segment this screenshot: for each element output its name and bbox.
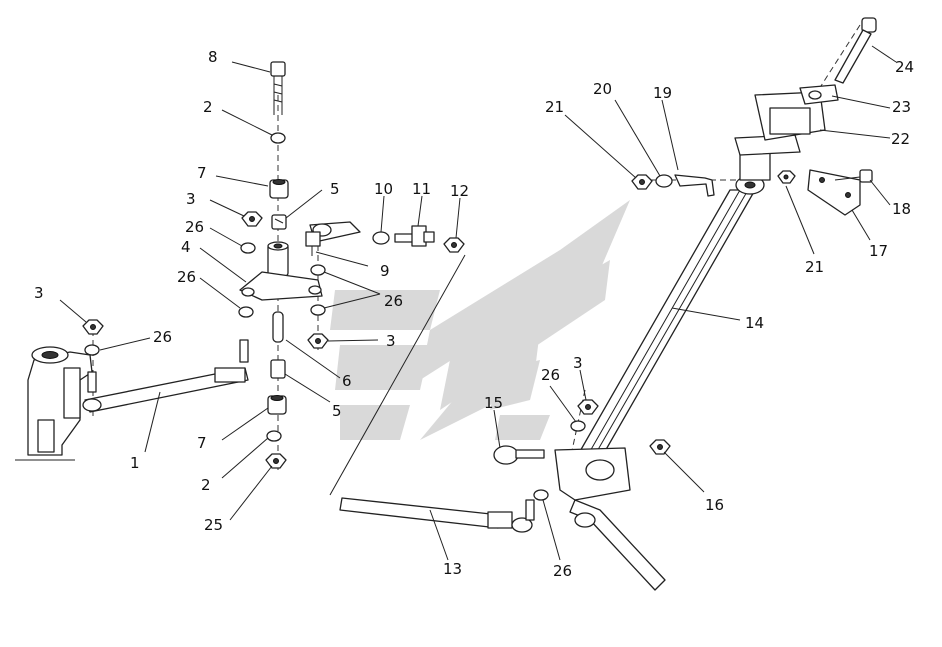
nut-12 bbox=[443, 237, 465, 253]
label-11: 11 bbox=[412, 180, 431, 198]
label-21-left: 21 bbox=[545, 98, 564, 116]
lower-bracket-assembly bbox=[554, 447, 666, 591]
bushing-7-bottom bbox=[267, 395, 287, 415]
label-26-left: 26 bbox=[185, 218, 204, 236]
label-13: 13 bbox=[443, 560, 462, 578]
clamp-22-23 bbox=[754, 84, 839, 141]
label-12: 12 bbox=[450, 182, 469, 200]
nut-21-right bbox=[777, 170, 796, 184]
label-8: 8 bbox=[208, 48, 218, 66]
label-9: 9 bbox=[380, 262, 390, 280]
label-5-bottom: 5 bbox=[332, 402, 342, 420]
rod-1 bbox=[82, 339, 249, 413]
washer-26-post bbox=[84, 344, 100, 356]
label-23: 23 bbox=[892, 98, 911, 116]
washer-2-bottom bbox=[266, 430, 282, 442]
nut-3-post bbox=[82, 319, 104, 335]
nut-25 bbox=[265, 453, 287, 469]
label-26-column: 26 bbox=[541, 366, 560, 384]
bolt-8 bbox=[270, 61, 286, 115]
label-25: 25 bbox=[204, 516, 223, 534]
label-26-post: 26 bbox=[153, 328, 172, 346]
label-7-top: 7 bbox=[197, 164, 207, 182]
washer-26-right-a bbox=[310, 264, 326, 276]
label-16: 16 bbox=[705, 496, 724, 514]
rod-13 bbox=[339, 497, 535, 533]
label-3-right: 3 bbox=[573, 354, 583, 372]
label-3-post: 3 bbox=[34, 284, 44, 302]
nut-3-left bbox=[241, 211, 263, 227]
label-1: 1 bbox=[130, 454, 140, 472]
label-26-right: 26 bbox=[384, 292, 403, 310]
washer-26-left bbox=[240, 242, 256, 254]
watermark-logo bbox=[330, 200, 630, 440]
steering-column-14 bbox=[574, 134, 801, 461]
callout-labels: 8 2 7 5 3 26 4 26 3 26 1 5 7 2 25 6 26 3… bbox=[34, 48, 914, 580]
bushing-5-top bbox=[271, 214, 287, 230]
assembly-centerlines bbox=[92, 24, 861, 496]
bracket-17 bbox=[807, 169, 861, 216]
bolt-15 bbox=[493, 445, 545, 465]
bushing-7-top bbox=[269, 179, 289, 199]
label-10: 10 bbox=[374, 180, 393, 198]
pin-6 bbox=[272, 311, 284, 343]
nut-21-left bbox=[631, 174, 653, 190]
label-6: 6 bbox=[342, 372, 352, 390]
label-20: 20 bbox=[593, 80, 612, 98]
rod-end-9 bbox=[305, 221, 361, 256]
label-18: 18 bbox=[892, 200, 911, 218]
label-3-left: 3 bbox=[186, 190, 196, 208]
label-19: 19 bbox=[653, 84, 672, 102]
nut-3-right bbox=[577, 399, 599, 415]
label-2-top: 2 bbox=[203, 98, 213, 116]
washer-20 bbox=[655, 174, 673, 188]
label-7-bottom: 7 bbox=[197, 434, 207, 452]
washer-10 bbox=[372, 231, 390, 245]
pin-19 bbox=[674, 174, 715, 197]
label-26-rod: 26 bbox=[553, 562, 572, 580]
sleeve-4 bbox=[267, 241, 289, 277]
washer-26-rod bbox=[533, 489, 549, 501]
label-26-lever: 26 bbox=[177, 268, 196, 286]
label-2-bottom: 2 bbox=[201, 476, 211, 494]
label-3-center: 3 bbox=[386, 332, 396, 350]
label-17: 17 bbox=[869, 242, 888, 260]
leader-lines bbox=[59, 45, 897, 561]
label-5-top: 5 bbox=[330, 180, 340, 198]
label-14: 14 bbox=[745, 314, 764, 332]
post-bracket-assembly bbox=[15, 346, 93, 461]
label-4: 4 bbox=[181, 238, 191, 256]
bolt-24 bbox=[834, 17, 877, 84]
bolt-18 bbox=[834, 169, 873, 183]
label-22: 22 bbox=[891, 130, 910, 148]
label-24: 24 bbox=[895, 58, 914, 76]
label-21-right: 21 bbox=[805, 258, 824, 276]
washer-26-column bbox=[570, 420, 586, 432]
nut-3-center bbox=[307, 333, 329, 349]
washer-26-right-b bbox=[310, 304, 326, 316]
bushing-5-bottom bbox=[270, 359, 286, 379]
washer-26-lever bbox=[238, 306, 254, 318]
nut-16 bbox=[649, 439, 671, 455]
label-15: 15 bbox=[484, 394, 503, 412]
washer-2-top bbox=[270, 132, 286, 144]
lever-plate-4 bbox=[239, 271, 323, 301]
adjuster-11 bbox=[394, 225, 435, 247]
